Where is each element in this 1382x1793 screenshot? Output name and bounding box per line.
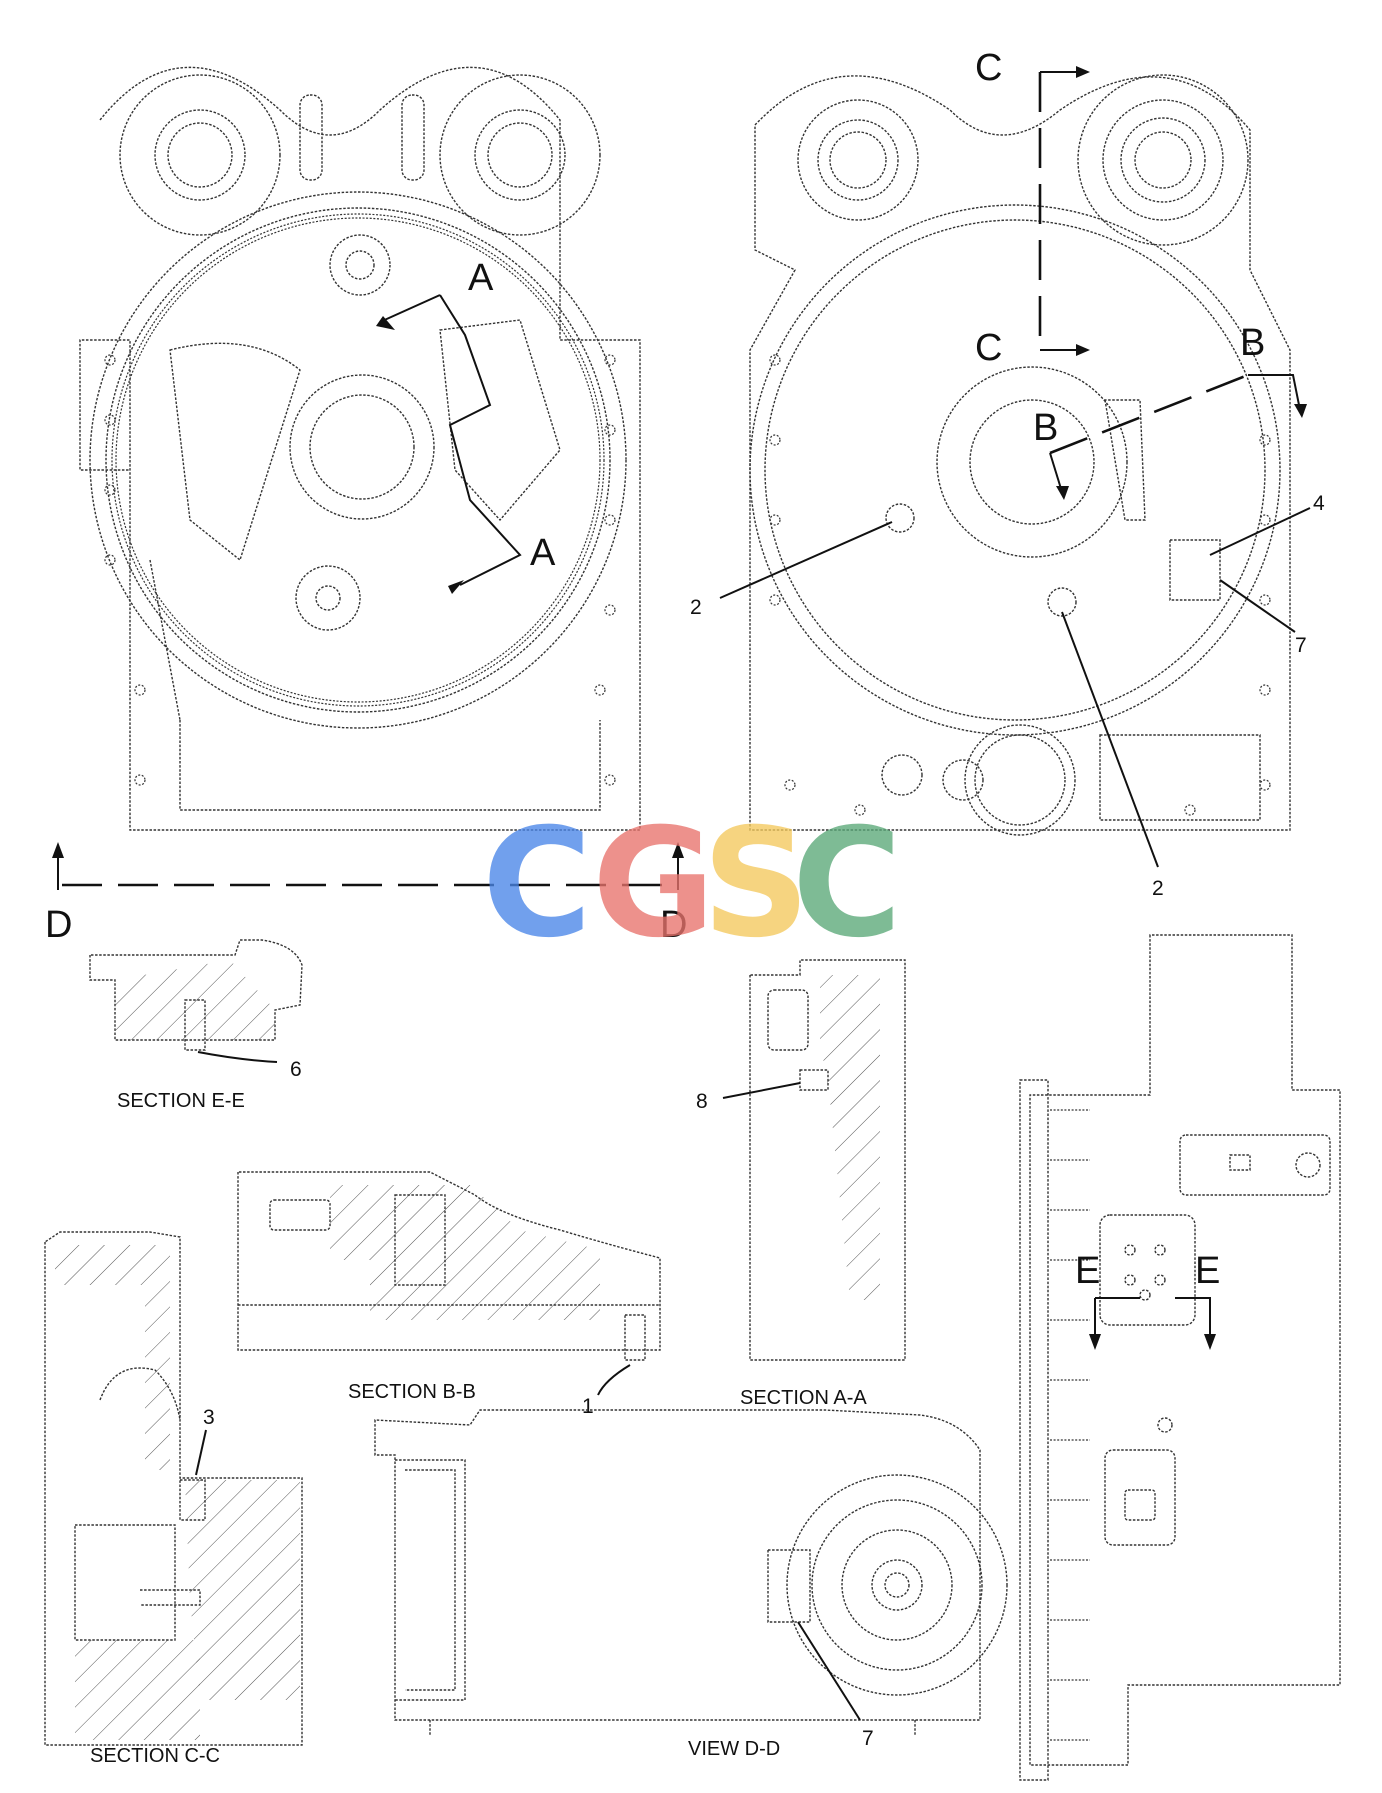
callout-2-bottom: 2 — [1152, 877, 1164, 900]
section-aa-view: 8 SECTION A-A — [696, 959, 906, 1409]
section-marker-e-left: E — [1075, 1250, 1100, 1292]
callout-7-top: 7 — [1295, 634, 1307, 657]
callout-4: 4 — [1313, 492, 1325, 515]
view-dd: 7 VIEW D-D — [374, 1409, 1008, 1760]
bolt-holes-left — [104, 354, 616, 786]
section-marker-a-top: A — [468, 257, 494, 299]
section-cc-view: 3 SECTION C-C — [44, 1231, 303, 1767]
section-marker-d-left: D — [45, 904, 72, 946]
housing-rear-view — [749, 74, 1291, 836]
section-marker-a-bottom: A — [530, 532, 556, 574]
section-ee-view: 6 SECTION E-E — [89, 939, 303, 1112]
caption-view-dd: VIEW D-D — [688, 1738, 780, 1760]
watermark-letter-1: C — [482, 797, 592, 971]
callouts-rear-view: 2 2 4 7 — [690, 492, 1325, 900]
bolt-holes-right — [769, 354, 1271, 816]
section-marker-b-top: B — [1240, 322, 1265, 364]
watermark-letter-3: S — [702, 797, 810, 971]
caption-section-bb: SECTION B-B — [348, 1381, 476, 1403]
housing-side-view: E E — [1019, 934, 1341, 1781]
callout-6: 6 — [290, 1058, 302, 1081]
watermark-letter-4: C — [792, 797, 902, 971]
section-line-c: C C — [975, 47, 1090, 369]
callout-2-left: 2 — [690, 596, 702, 619]
section-line-a: A A — [376, 257, 556, 594]
section-marker-c-top: C — [975, 47, 1002, 89]
callout-7-bottom: 7 — [862, 1727, 874, 1750]
side-view-fins — [1050, 1109, 1090, 1741]
section-marker-c-bottom: C — [975, 327, 1002, 369]
caption-section-aa: SECTION A-A — [740, 1387, 867, 1409]
watermark-letter-2: G — [592, 797, 715, 971]
section-bb-view: 1 SECTION B-B — [237, 1171, 661, 1418]
section-marker-d-right: D — [660, 904, 687, 946]
callout-8: 8 — [696, 1090, 708, 1113]
callout-1: 1 — [582, 1395, 594, 1418]
caption-section-cc: SECTION C-C — [90, 1745, 220, 1767]
watermark-logo: C G S C — [482, 797, 902, 971]
callout-3: 3 — [203, 1406, 215, 1429]
section-marker-b-left: B — [1033, 407, 1058, 449]
housing-front-view — [79, 66, 641, 831]
section-line-d: D D — [45, 842, 687, 946]
caption-section-ee: SECTION E-E — [117, 1090, 245, 1112]
section-marker-e-right: E — [1195, 1250, 1220, 1292]
section-line-b: B B — [1033, 322, 1307, 500]
